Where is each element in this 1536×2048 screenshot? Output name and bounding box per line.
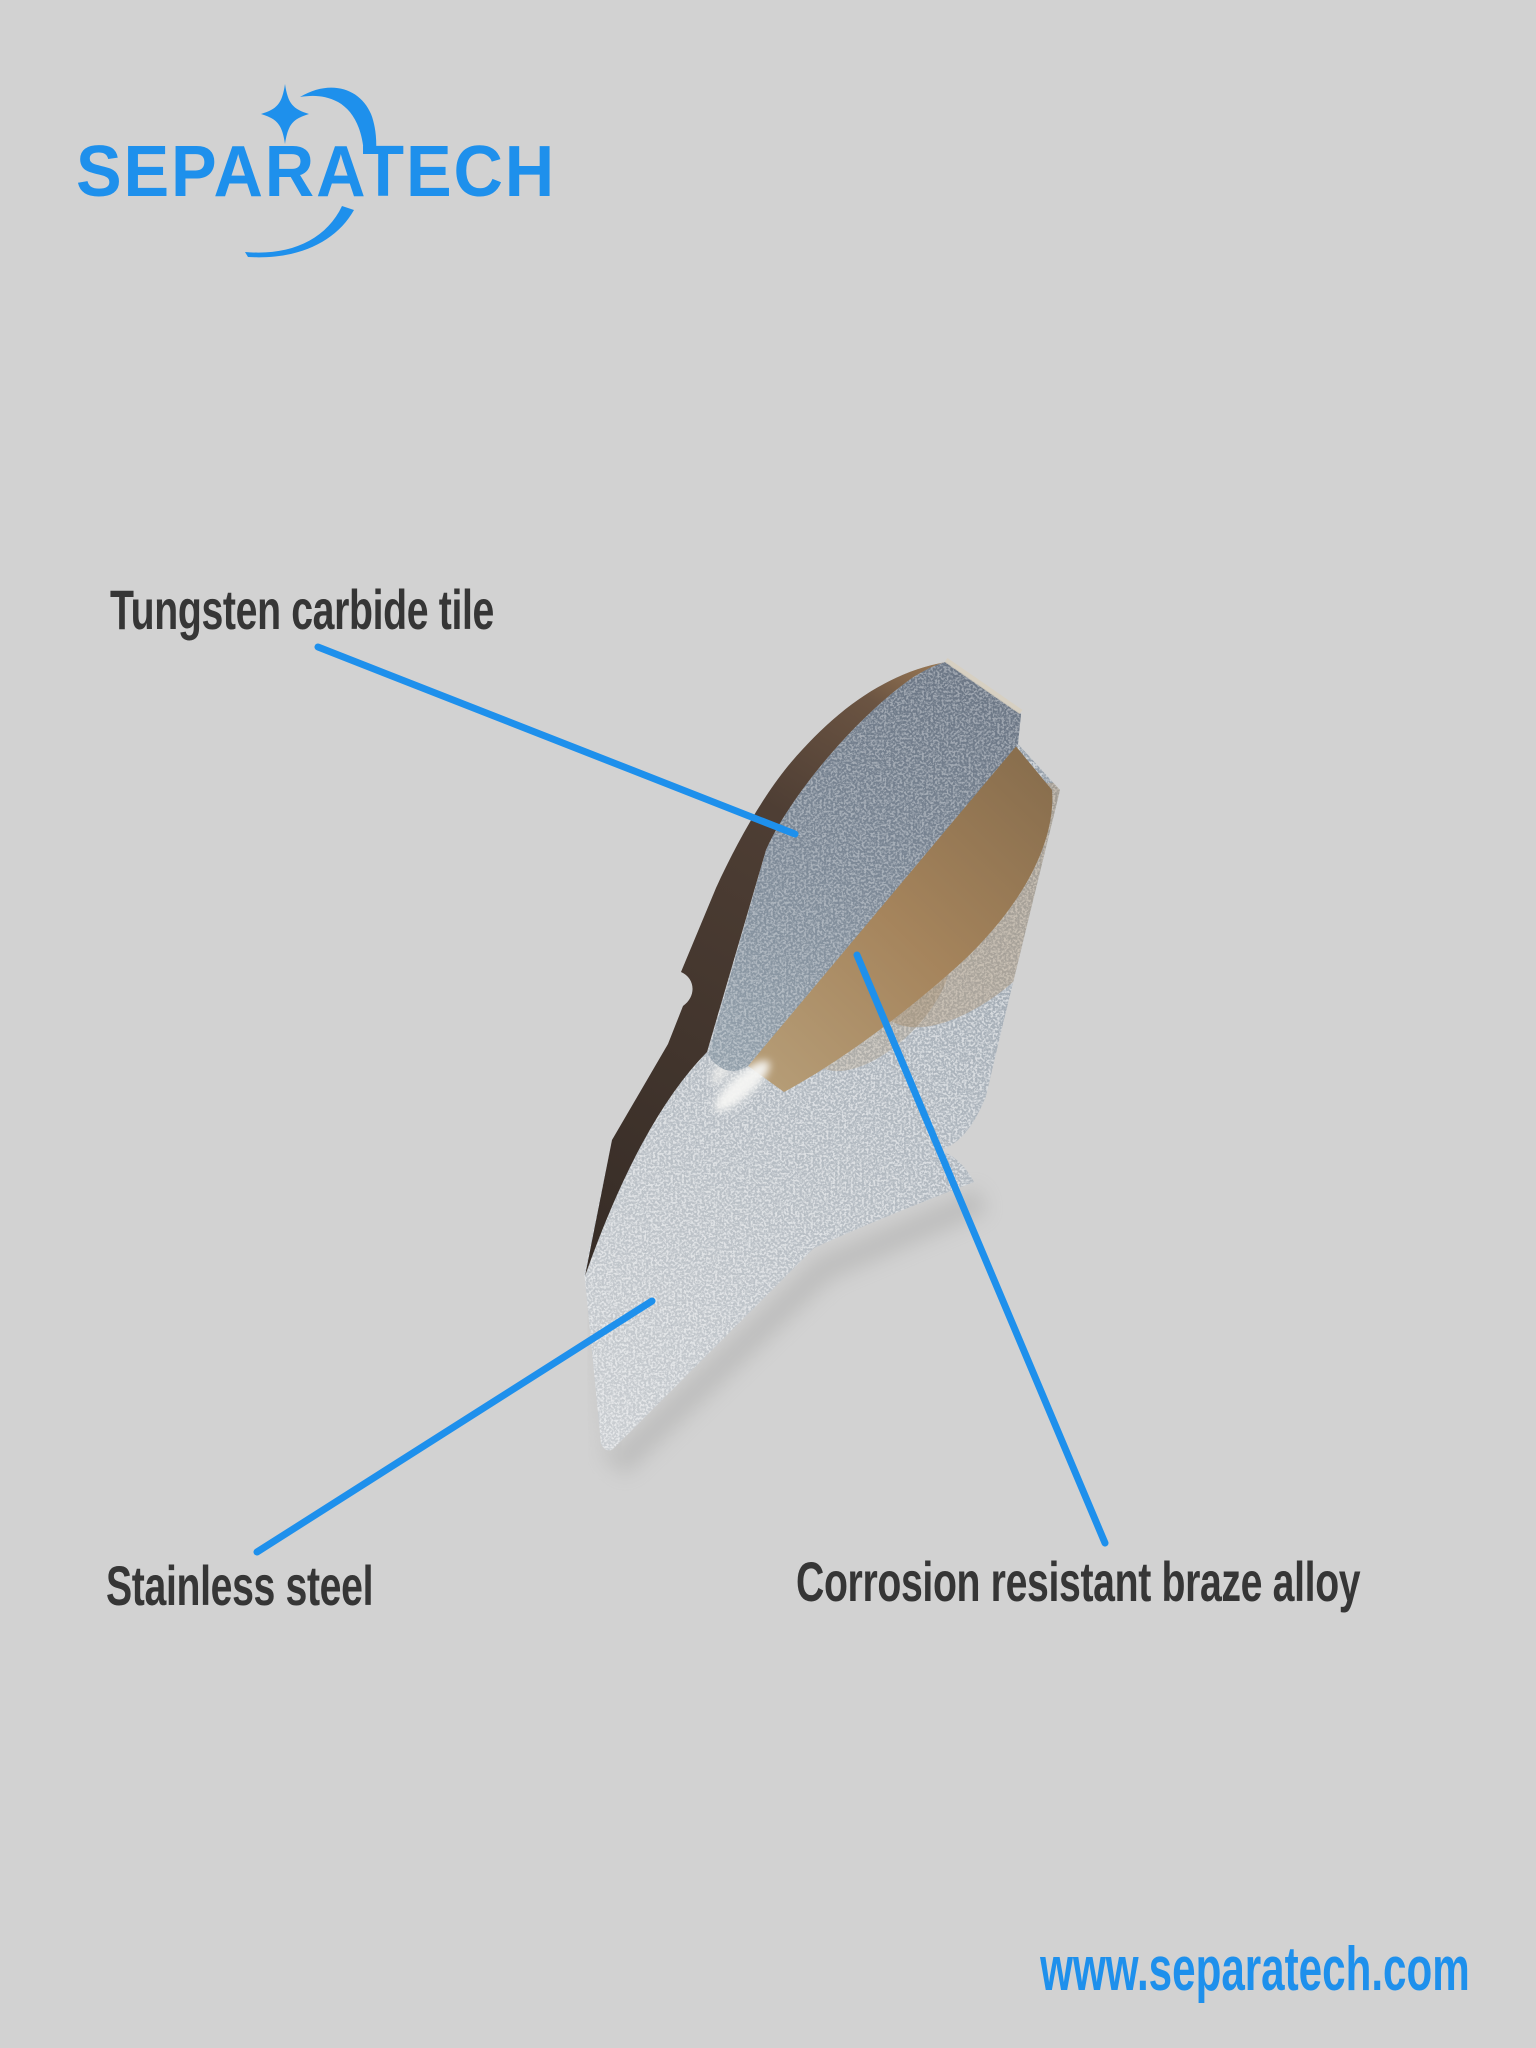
callout-stainless-steel: Stainless steel [106,1554,374,1617]
braze-seam [748,744,1053,1092]
leader-line-stainless [253,1297,656,1556]
leader-line-braze [853,951,1109,1547]
orbit-swoosh-bottom-icon [245,206,354,258]
logo-mark [245,84,377,258]
callout-corrosion-resistant-braze-alloy: Corrosion resistant braze alloy [796,1550,1361,1613]
product-photo [584,657,1060,1476]
logo-text: SEPARATECH [76,132,557,212]
orbit-swoosh-top-icon [300,87,377,154]
callout-tungsten-carbide-tile: Tungsten carbide tile [110,578,494,641]
star-icon [261,84,309,144]
leader-line-tungsten [314,643,799,838]
website-url[interactable]: www.separatech.com [1040,1935,1470,2004]
